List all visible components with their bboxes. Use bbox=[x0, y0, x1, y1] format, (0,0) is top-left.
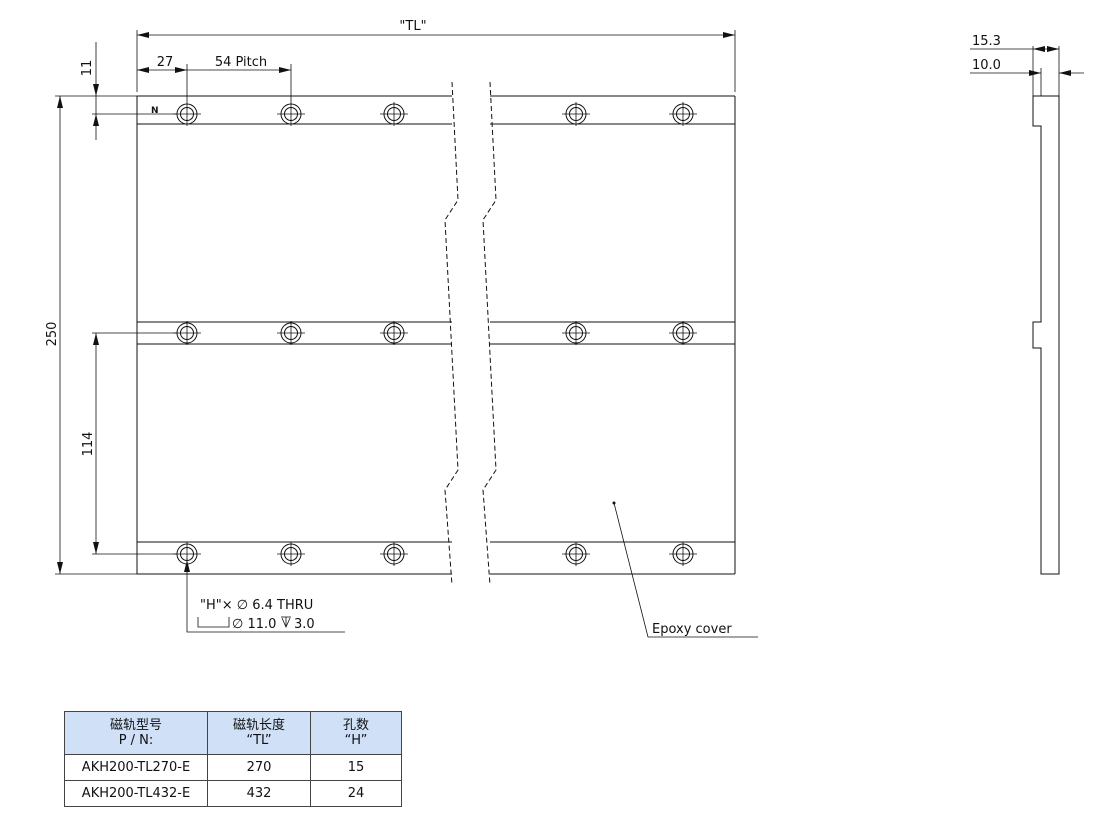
mounting-hole bbox=[172, 101, 202, 127]
header-en: P / N: bbox=[118, 733, 154, 748]
mounting-hole bbox=[276, 541, 306, 567]
break-lines bbox=[444, 81, 497, 586]
mounting-hole bbox=[561, 541, 591, 567]
hole-callout: "H"× ∅ 6.4 THRU ∅ 11.0 3.0 bbox=[184, 558, 345, 633]
pole-marking: N bbox=[151, 106, 159, 116]
dim-top-offset: 11 bbox=[55, 42, 177, 140]
mounting-hole bbox=[276, 320, 306, 346]
mounting-hole bbox=[668, 541, 698, 567]
header-hole-count: 孔数“H” bbox=[310, 711, 402, 755]
cell-length: 270 bbox=[207, 754, 311, 781]
dim-250-label: 250 bbox=[45, 322, 60, 347]
hole-callout-line1: "H"× ∅ 6.4 THRU bbox=[200, 598, 313, 613]
cell-part-number: AKH200-TL432-E bbox=[64, 780, 208, 807]
mounting-hole bbox=[379, 101, 409, 127]
dim-114-label: 114 bbox=[81, 432, 96, 457]
depth-symbol bbox=[281, 616, 291, 628]
mounting-hole bbox=[276, 101, 306, 127]
dim-first-hole: 27 bbox=[157, 55, 174, 70]
epoxy-callout: Epoxy cover bbox=[612, 501, 758, 638]
cell-length: 432 bbox=[207, 780, 311, 807]
table-row: AKH200-TL270-E 270 15 bbox=[64, 754, 402, 781]
header-en: “TL” bbox=[246, 733, 272, 748]
dim-height: 250 bbox=[45, 96, 137, 575]
header-cn: 磁轨型号 bbox=[109, 718, 162, 733]
mounting-hole bbox=[668, 101, 698, 127]
mounting-hole bbox=[379, 320, 409, 346]
side-view: 15.3 10.0 bbox=[970, 34, 1084, 575]
header-cn: 孔数 bbox=[342, 718, 369, 733]
table-row: AKH200-TL432-E 432 24 bbox=[64, 780, 402, 807]
dim-pitch: 54 Pitch bbox=[215, 55, 267, 70]
epoxy-label: Epoxy cover bbox=[652, 622, 732, 637]
dim-11-label: 11 bbox=[80, 60, 95, 77]
plate-outline bbox=[136, 95, 736, 575]
dim-total-length: "TL" bbox=[136, 19, 736, 92]
cell-hole-count: 15 bbox=[310, 754, 402, 781]
header-cn: 磁轨长度 bbox=[232, 718, 285, 733]
dim-side-base: 10.0 bbox=[972, 58, 1001, 73]
cell-hole-count: 24 bbox=[310, 780, 402, 807]
hole-callout-depth: 3.0 bbox=[294, 617, 315, 632]
mounting-hole bbox=[668, 320, 698, 346]
mounting-hole bbox=[379, 541, 409, 567]
mounting-hole bbox=[561, 320, 591, 346]
mounting-hole bbox=[561, 101, 591, 127]
header-en: “H” bbox=[344, 733, 368, 748]
cell-part-number: AKH200-TL270-E bbox=[64, 754, 208, 781]
mounting-hole bbox=[172, 320, 202, 346]
dim-side-thickness: 15.3 bbox=[972, 34, 1001, 49]
hole-callout-line2: ∅ 11.0 bbox=[232, 617, 276, 632]
header-length: 磁轨长度“TL” bbox=[207, 711, 311, 755]
dim-tl-label: "TL" bbox=[399, 19, 426, 34]
dim-hole-pitch: 27 54 Pitch bbox=[137, 55, 292, 102]
mounting-holes bbox=[172, 101, 698, 567]
dim-mid-spacing: 114 bbox=[81, 332, 177, 555]
